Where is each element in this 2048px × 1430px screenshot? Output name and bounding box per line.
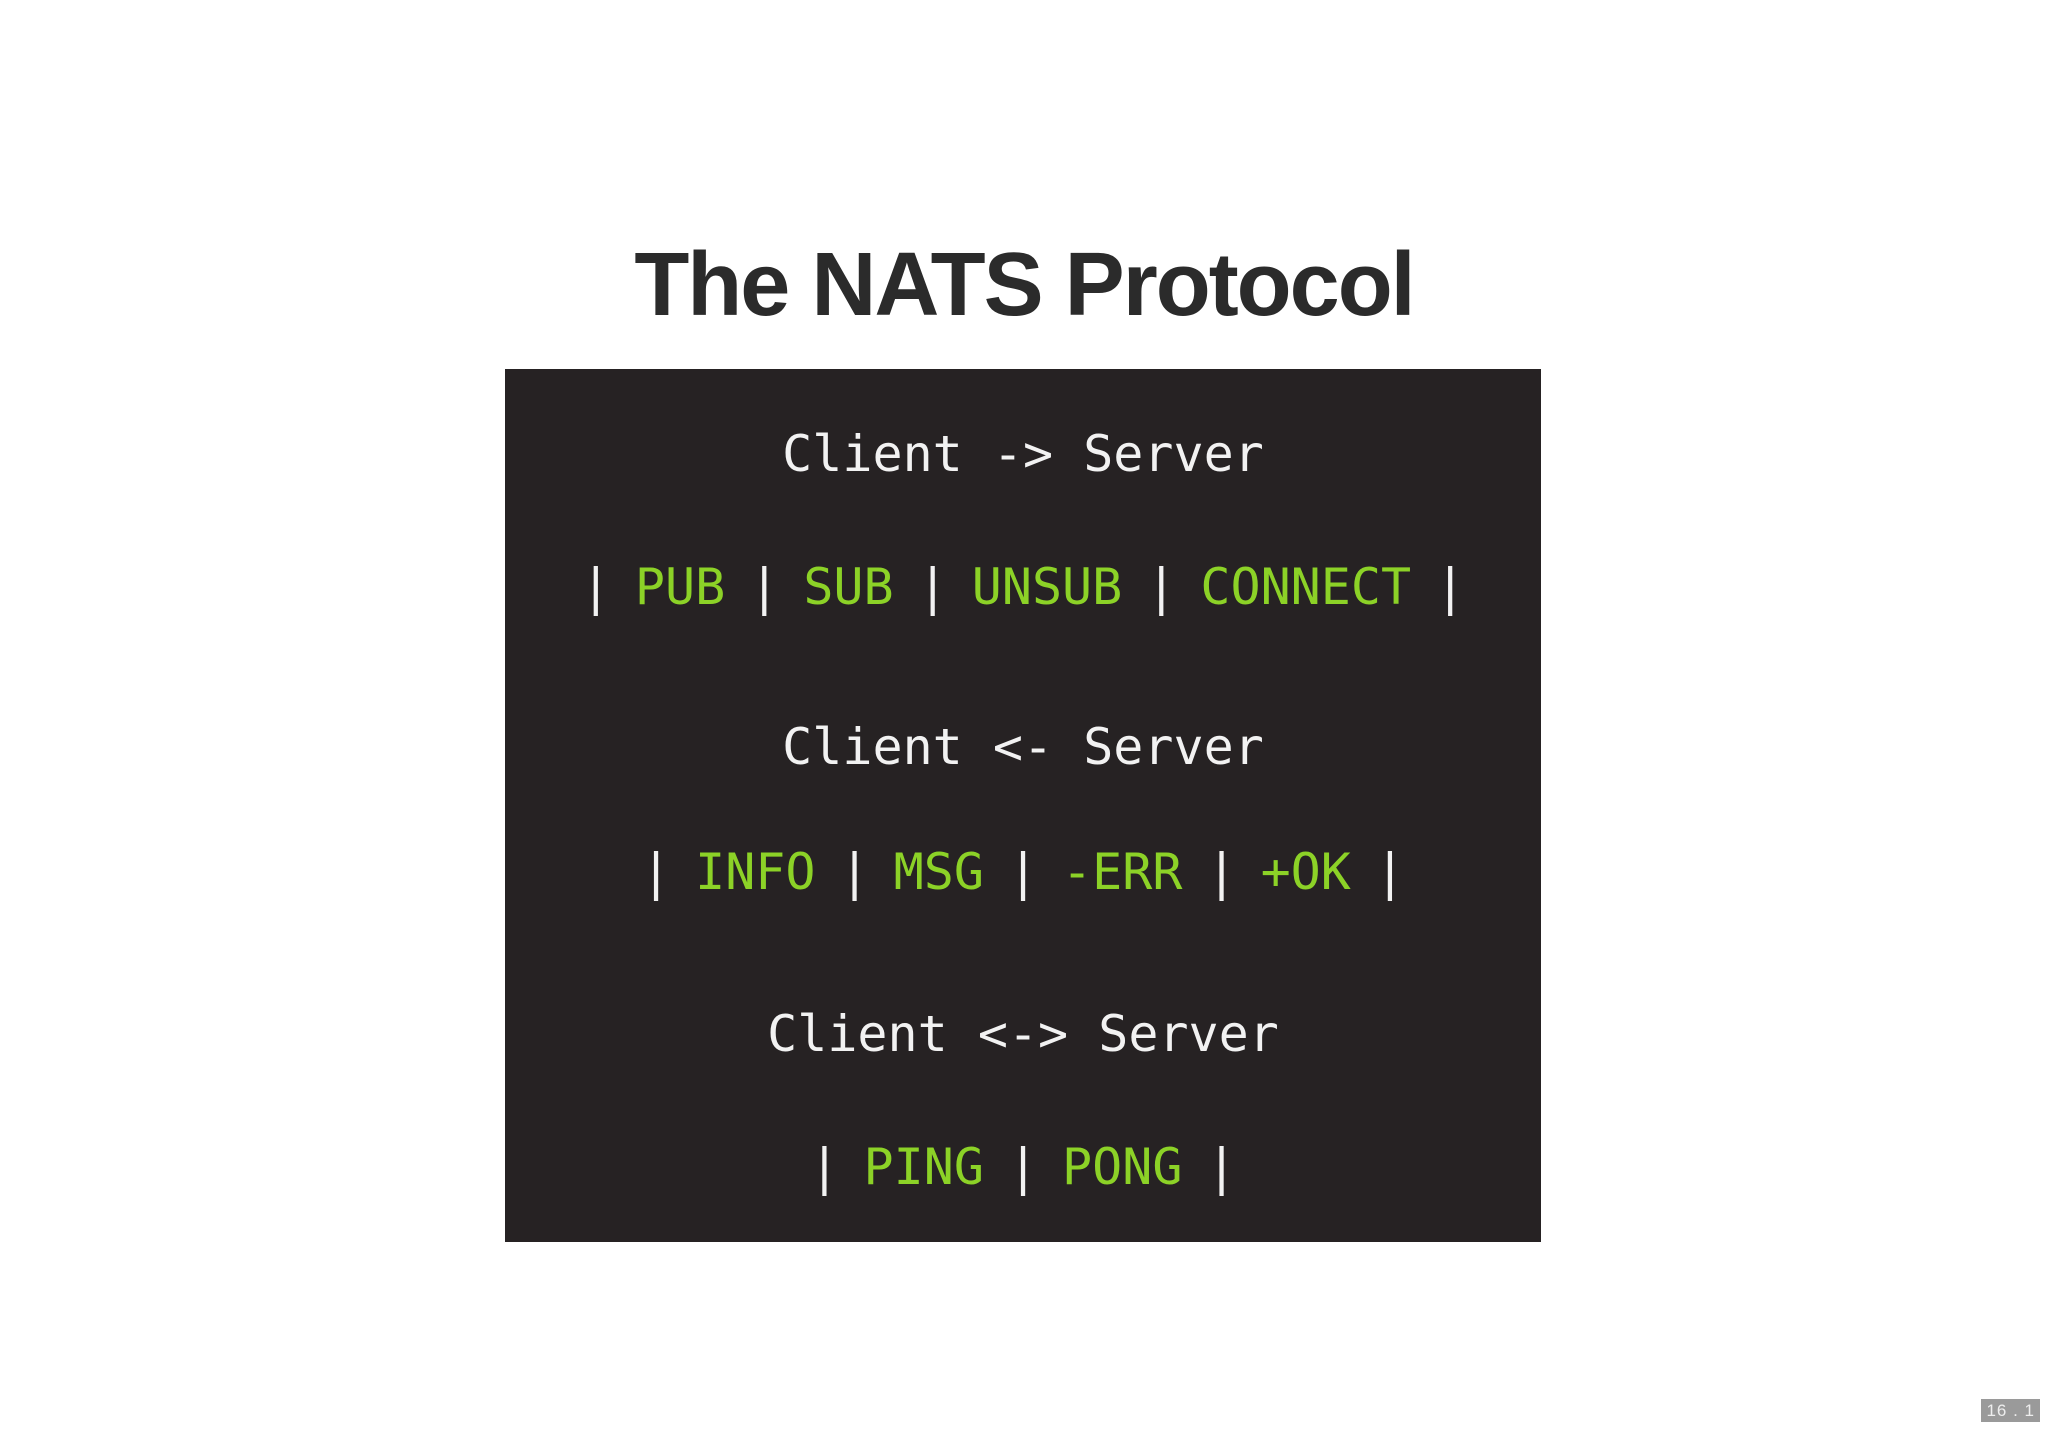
protocol-keyword: SUB — [803, 558, 894, 616]
protocol-keyword: MSG — [893, 843, 984, 901]
keyword-row-server-to-client: | INFO | MSG | -ERR | +OK | — [505, 846, 1541, 898]
separator-pipe: | — [1435, 558, 1466, 616]
protocol-keyword: PUB — [634, 558, 726, 616]
protocol-keyword: PING — [863, 1138, 984, 1196]
protocol-keyword: -ERR — [1062, 843, 1183, 901]
separator-pipe: | — [809, 1138, 840, 1196]
separator-pipe: | — [749, 558, 780, 616]
keyword-row-client-to-server: | PUB | SUB | UNSUB | CONNECT | — [505, 561, 1541, 613]
direction-heading-client-to-server: Client -> Server — [782, 425, 1264, 483]
separator-pipe: | — [580, 558, 611, 616]
separator-pipe: | — [1206, 1138, 1237, 1196]
separator-pipe: | — [839, 843, 870, 901]
protocol-keyword: +OK — [1260, 843, 1351, 901]
slide-number-badge[interactable]: 16 . 1 — [1981, 1399, 2040, 1422]
protocol-panel: Client -> Server |PUB|SUB|UNSUB|CONNECT|… — [505, 369, 1541, 1242]
separator-pipe: | — [917, 558, 948, 616]
direction-heading-bidirectional: Client <-> Server — [767, 1005, 1279, 1063]
protocol-keyword: UNSUB — [971, 558, 1123, 616]
separator-pipe: | — [1146, 558, 1177, 616]
separator-pipe: | — [1374, 843, 1405, 901]
protocol-keyword: PONG — [1062, 1138, 1183, 1196]
protocol-keyword: INFO — [695, 843, 816, 901]
separator-pipe: | — [1007, 843, 1039, 901]
separator-pipe: | — [640, 843, 672, 901]
protocol-keyword: CONNECT — [1200, 558, 1412, 616]
slide-title: The NATS Protocol — [634, 235, 1415, 335]
direction-heading-server-to-client: Client <- Server — [782, 718, 1264, 776]
keyword-row-bidirectional: | PING | PONG | — [505, 1141, 1541, 1193]
separator-pipe: | — [1007, 1138, 1039, 1196]
separator-pipe: | — [1206, 843, 1237, 901]
